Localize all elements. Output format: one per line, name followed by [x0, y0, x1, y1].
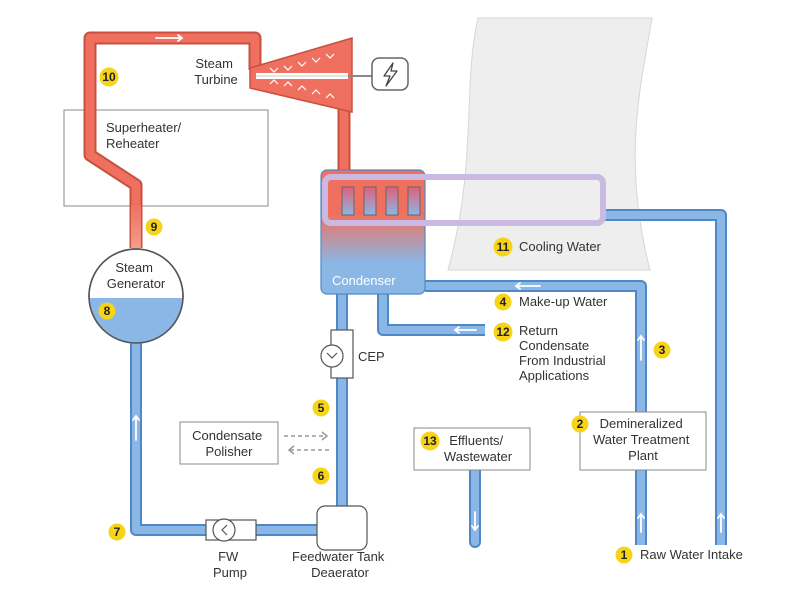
badge-10: 10 — [99, 67, 119, 87]
cooling-tower — [447, 17, 653, 271]
badge-7: 7 — [108, 523, 126, 541]
svg-text:6: 6 — [318, 469, 325, 483]
effluents-label: Effluents/ Wastewater — [444, 433, 513, 464]
check-valve-icon — [326, 352, 338, 359]
condenser-label: Condenser — [332, 273, 396, 288]
steam-turbine-label: Steam Turbine — [194, 56, 238, 87]
badge-3: 3 — [653, 341, 671, 359]
lightning-bolt-icon — [383, 62, 398, 87]
badge-6: 6 — [312, 467, 330, 485]
generator-box — [371, 57, 409, 91]
arrow-icon — [132, 34, 725, 533]
condensate-polisher-label: Condensate Polisher — [192, 428, 266, 459]
badge-11: 11 — [493, 237, 513, 257]
badge-1: 1 — [615, 546, 633, 564]
svg-text:9: 9 — [151, 220, 158, 234]
feedwater-tank — [316, 505, 368, 551]
makeup-water-label: Make-up Water — [519, 294, 608, 309]
feedwater-tank-label: Feedwater Tank Deaerator — [292, 549, 388, 580]
svg-text:3: 3 — [659, 343, 666, 357]
badge-8: 8 — [98, 302, 116, 320]
svg-text:13: 13 — [423, 434, 437, 448]
check-valve-icon — [221, 524, 228, 536]
svg-text:10: 10 — [102, 70, 116, 84]
steam-generator-label: Steam Generator — [107, 260, 166, 291]
superheater-label: Superheater/ Reheater — [106, 120, 185, 151]
demin-plant-box — [579, 411, 707, 471]
badge-5: 5 — [312, 399, 330, 417]
fw-pump — [205, 518, 257, 542]
demin-plant-label: Demineralized Water Treatment Plant — [593, 416, 693, 463]
svg-text:1: 1 — [621, 548, 628, 562]
polisher-flow-arrows — [284, 431, 332, 455]
badge-12: 12 — [493, 322, 513, 342]
cep-label: CEP — [358, 349, 385, 364]
svg-text:7: 7 — [114, 525, 121, 539]
feedwater-loop-pipe — [130, 292, 348, 536]
return-condensate-pipe — [377, 292, 485, 336]
svg-text:12: 12 — [496, 325, 510, 339]
fw-pump-label: FW Pump — [213, 549, 247, 580]
cep-pump — [320, 329, 354, 379]
svg-text:5: 5 — [318, 401, 325, 415]
svg-text:8: 8 — [104, 304, 111, 318]
svg-text:2: 2 — [577, 417, 584, 431]
badge-13: 13 — [420, 431, 440, 451]
condenser-tubes — [341, 186, 421, 216]
badge-4: 4 — [494, 293, 512, 311]
condensate-polisher-box — [179, 421, 279, 465]
svg-text:11: 11 — [497, 240, 510, 254]
badge-9: 9 — [145, 218, 163, 236]
return-condensate-label: Return Condensate From Industrial Applic… — [519, 323, 609, 383]
cooling-loop — [322, 174, 606, 226]
svg-text:4: 4 — [500, 295, 507, 309]
cooling-water-label: Cooling Water — [519, 239, 602, 254]
steam-turbine — [249, 36, 372, 113]
steam-pipe — [83, 31, 351, 248]
raw-water-intake-label: Raw Water Intake — [640, 547, 743, 562]
badge-2: 2 — [571, 415, 589, 433]
steam-riser — [131, 205, 141, 253]
